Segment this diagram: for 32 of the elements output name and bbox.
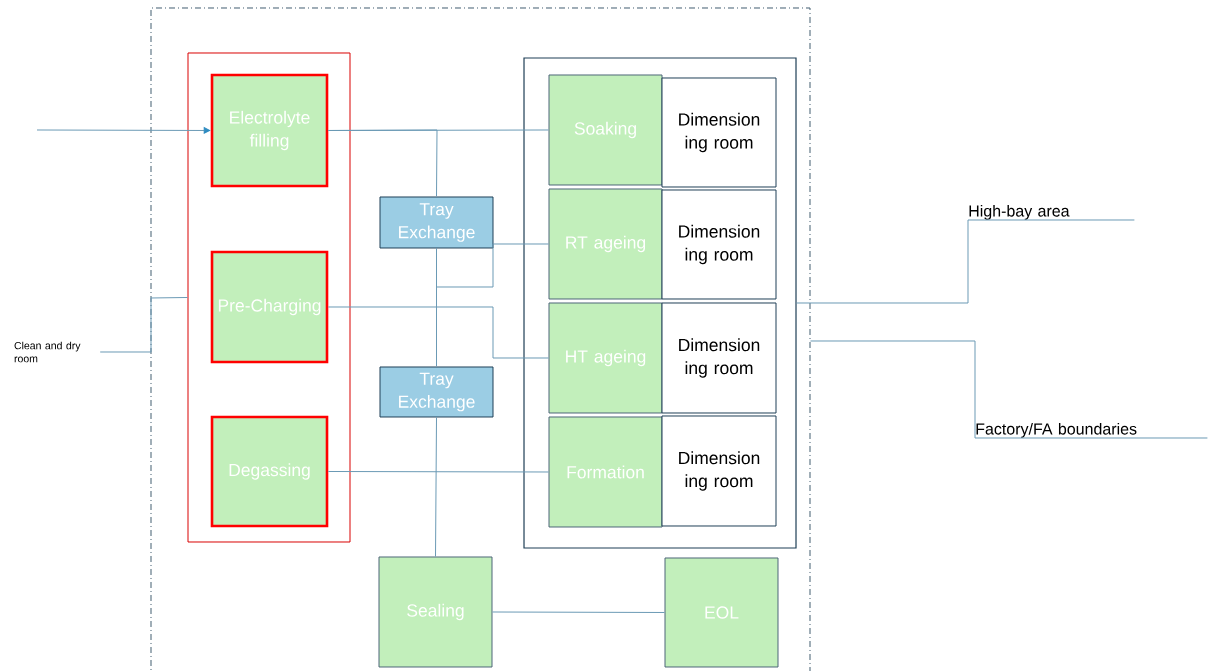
room-box: Dimension ing room: [661, 302, 777, 414]
leader-line: [810, 340, 1208, 439]
leader-line: [796, 219, 1135, 304]
tray-exchange-box: Tray Exchange: [379, 366, 494, 418]
process-box: Degassing: [210, 415, 329, 528]
process-box: Pre-Charging: [210, 250, 329, 364]
process-box: RT ageing: [548, 188, 663, 300]
connector-line: [435, 417, 437, 557]
room-box: Dimension ing room: [661, 77, 777, 188]
connector-line: [327, 471, 549, 473]
leader-line: [99, 297, 188, 353]
connector-line: [436, 243, 549, 288]
process-box: Electrolyte filling: [210, 73, 329, 188]
connector-line: [492, 611, 665, 613]
process-box: HT ageing: [548, 302, 663, 414]
process-box: Sealing: [378, 556, 493, 668]
annotation-text: Factory/FA boundaries: [976, 422, 1137, 438]
connector-line: [327, 129, 438, 197]
process-box: Soaking: [548, 74, 663, 186]
room-box: Dimension ing room: [661, 415, 777, 527]
connector-line: [327, 306, 549, 359]
annotation-text: High-bay area: [969, 204, 1070, 220]
room-box: Dimension ing room: [661, 189, 777, 300]
group-frame: [187, 52, 351, 543]
tray-exchange-box: Tray Exchange: [379, 196, 494, 249]
group-frame: [523, 57, 797, 549]
connector-line: [436, 248, 437, 367]
arrow: [36, 127, 211, 134]
process-box: EOL: [664, 557, 779, 668]
annotation-text: Clean and dry room: [14, 341, 81, 363]
boundary-frame: [150, 7, 811, 671]
process-box: Formation: [548, 416, 663, 528]
